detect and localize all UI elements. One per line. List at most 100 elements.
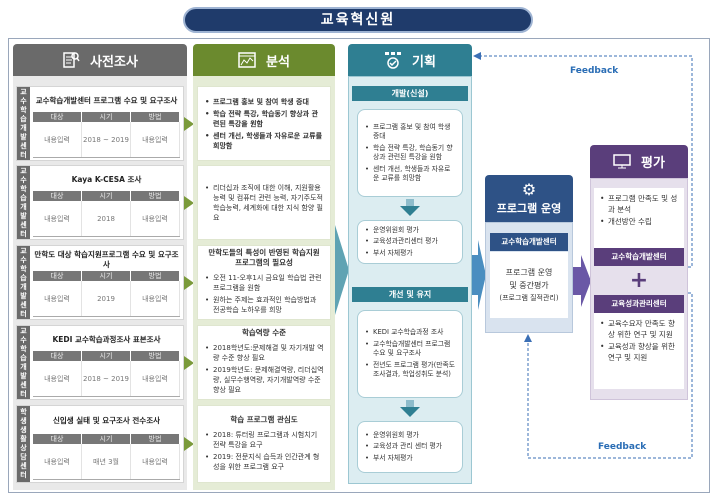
planning-header: 기획 xyxy=(348,44,472,76)
table-header: 방법 xyxy=(131,434,180,444)
flow-arrow-icon xyxy=(573,255,591,307)
operation-center-label: 교수학습개발센터 xyxy=(490,233,568,251)
planning-evals-box: 운영위원회 평가교육성과관리센터 평가부서 자체평가 xyxy=(357,220,463,264)
org-char: 교 xyxy=(20,246,27,255)
evaluation-item: 프로그램 만족도 및 성과 분석 xyxy=(599,194,679,215)
period-cell: 2018 ~ 2019 xyxy=(82,361,131,396)
org-char: 터 xyxy=(20,389,27,398)
operation-body: 프로그램 운영 및 중간평가 (프로그램 질적관리) xyxy=(490,252,568,318)
evaluation-center1: 교수학습개발센터 xyxy=(594,248,684,266)
analysis-heading: 학습 프로그램 관심도 xyxy=(230,414,298,424)
analysis-item: 2019학년도: 문제해결역량, 리더십역량, 실무수행역량, 자기개발역량 수… xyxy=(204,365,324,395)
analysis-title: 분석 xyxy=(266,54,290,70)
table-header: 대상 xyxy=(33,271,82,281)
gear-check-icon: ⚙ xyxy=(521,179,537,199)
operation-line: 및 중간평가 xyxy=(509,280,549,290)
arrow-right-icon xyxy=(184,355,194,370)
method-cell: 내용입력 xyxy=(131,281,180,316)
survey-document-icon xyxy=(63,52,80,68)
org-char: 생 xyxy=(20,417,27,425)
table-header: 대상 xyxy=(33,351,82,361)
org-char: 발 xyxy=(20,291,27,300)
org-char: 습 xyxy=(20,273,27,282)
evaluation-item: 개선방안 수립 xyxy=(599,217,679,228)
org-char: 교 xyxy=(20,87,27,96)
org-char: 학 xyxy=(20,264,27,273)
survey-header: 사전조사 xyxy=(13,44,187,76)
analysis-item: 학습 전략 특강, 학습동기 향상과 관련된 특강을 원함 xyxy=(204,109,324,129)
period-cell: 2019 xyxy=(82,281,131,316)
org-char: 학 xyxy=(20,105,27,114)
planning-item: 학습 전략 특강, 학습동기 향상과 관련된 특강을 원함 xyxy=(364,144,456,163)
table-header: 시기 xyxy=(82,112,131,122)
evaluation-item: 교육성과 향상을 위한 연구 및 지원 xyxy=(599,342,679,363)
org-char: 교 xyxy=(20,166,27,175)
outer-frame xyxy=(8,38,710,493)
method-cell: 내용입력 xyxy=(131,361,180,396)
analysis-item: 2018학년도:문제해결 및 자기개발 역량 수준 향상 필요 xyxy=(204,343,324,363)
planning-section-header: 개선 및 유지 xyxy=(352,287,468,302)
table-header: 시기 xyxy=(82,271,131,281)
period-cell: 매년 3월 xyxy=(82,444,131,479)
arrow-down-icon xyxy=(400,199,420,216)
analysis-item: 오전 11-오후1시 금요일 학습법 관련 프로그램을 원함 xyxy=(204,273,324,293)
org-char: 센 xyxy=(20,300,27,309)
planning-item: 프로그램 홍보 및 참여 학생 증대 xyxy=(364,123,456,142)
flow-arrow-icon xyxy=(472,240,486,310)
target-cell: 내용입력 xyxy=(33,122,82,157)
org-char: 상 xyxy=(20,444,27,452)
org-char: 발 xyxy=(20,132,27,141)
org-char: 생 xyxy=(20,426,27,434)
planning-items-box: 프로그램 홍보 및 참여 학생 증대학습 전략 특강, 학습동기 향상과 관련된… xyxy=(357,109,463,197)
arrow-right-icon xyxy=(184,116,194,131)
org-char: 활 xyxy=(20,435,27,443)
target-cell: 내용입력 xyxy=(33,281,82,316)
table-header: 방법 xyxy=(131,351,180,361)
planning-item: KEDI 교수학습과정 조사 xyxy=(364,328,456,338)
org-char: 수 xyxy=(20,255,27,264)
analysis-item: 2019: 전문지식 습득과 인간관계 형성을 위한 프로그램 요구 xyxy=(204,452,324,472)
arrow-down-icon xyxy=(400,400,420,417)
feedback-arrow-icon xyxy=(524,334,532,342)
org-char: 터 xyxy=(20,229,27,238)
period-cell: 2018 ~ 2019 xyxy=(82,122,131,157)
planning-eval: 부서 자체평가 xyxy=(364,249,456,259)
analysis-box: 리더십과 조직에 대한 이해, 지원활용능력 및 컴퓨터 관련 능력, 자기주도… xyxy=(197,165,331,240)
survey-card-title: Kaya K-CESA 조사 xyxy=(71,174,142,184)
analysis-header: 분석 xyxy=(193,44,335,76)
org-char: 습 xyxy=(20,114,27,123)
org-char: 개 xyxy=(20,123,27,132)
evaluation-title: 평가 xyxy=(641,156,665,171)
arrow-right-icon xyxy=(184,437,194,451)
planning-eval: 교육성과관리센터 평가 xyxy=(364,237,456,247)
planning-eval: 교육성과 관리 센터 평가 xyxy=(364,442,456,452)
org-char: 학 xyxy=(20,344,27,353)
org-char: 담 xyxy=(20,453,27,461)
table-header: 대상 xyxy=(33,191,82,201)
org-char: 센 xyxy=(20,141,27,150)
operation-line: 프로그램 운영 xyxy=(505,267,553,277)
org-char: 센 xyxy=(20,220,27,229)
feedback-arrow-icon xyxy=(473,52,481,60)
arrow-right-icon xyxy=(184,275,194,290)
operation-header: ⚙ 프로그램 운영 xyxy=(485,175,573,222)
target-cell: 내용입력 xyxy=(33,361,82,396)
org-char: 발 xyxy=(20,211,27,220)
org-char: 개 xyxy=(20,202,27,211)
planning-item: 교수학습개발센터 프로그램 수요 및 요구조사 xyxy=(364,340,456,359)
org-char: 터 xyxy=(20,150,27,159)
analysis-box: 학습역량 수준 2018학년도:문제해결 및 자기개발 역량 수준 향상 필요2… xyxy=(197,325,331,400)
org-char: 수 xyxy=(20,175,27,184)
plus-icon: + xyxy=(629,268,649,293)
planning-section-header: 개발(신설) xyxy=(352,86,468,101)
method-cell: 내용입력 xyxy=(131,444,180,479)
feedback-label-bottom: Feedback xyxy=(598,442,647,452)
org-char: 학 xyxy=(20,408,27,416)
